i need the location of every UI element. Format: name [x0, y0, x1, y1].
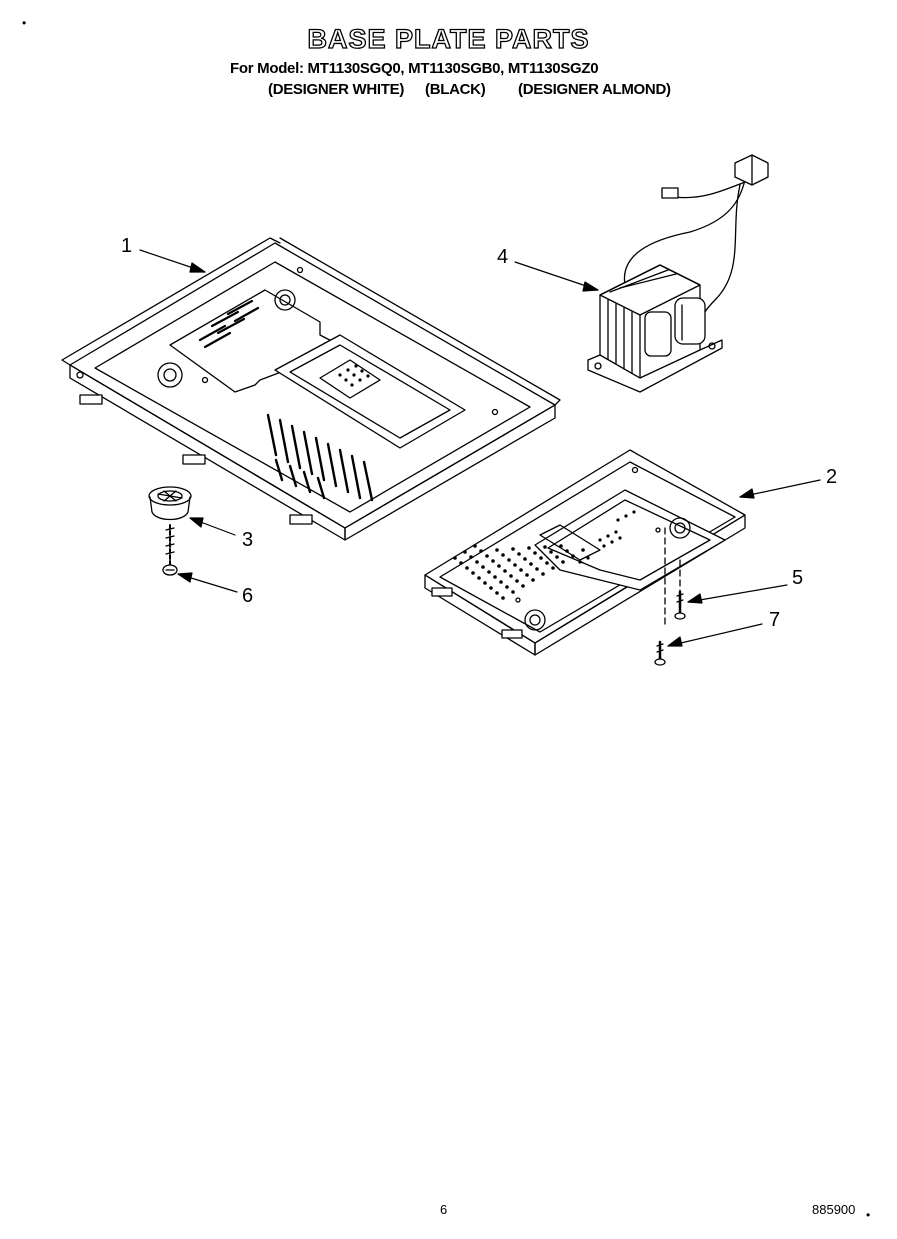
perforation-hole: [487, 570, 491, 574]
callout-1: 1: [121, 235, 133, 257]
perforation-hole: [483, 581, 487, 585]
vent-hole: [586, 556, 590, 560]
perforation-hole: [511, 547, 515, 551]
perforation-hole: [535, 567, 539, 571]
perforation-hole: [561, 560, 565, 564]
perforation-hole: [463, 550, 467, 554]
perforation-hole: [489, 586, 493, 590]
perforation-hole: [479, 549, 483, 553]
perforation-hole: [471, 571, 475, 575]
perforation-hole: [495, 591, 499, 595]
perforation-hole: [459, 561, 463, 565]
variant-black: (BLACK): [425, 81, 486, 98]
perforation-hole: [491, 559, 495, 563]
perforation-hole: [521, 584, 525, 588]
perforation-hole: [519, 568, 523, 572]
callout-5: 5: [792, 567, 804, 589]
vent-hole: [616, 518, 620, 522]
perforation-hole: [465, 566, 469, 570]
perforation-hole: [541, 572, 545, 576]
laminations: [607, 269, 677, 375]
screw-6: [162, 524, 178, 576]
perforation-hole: [545, 561, 549, 565]
vent-holes-center: [578, 510, 636, 564]
callout-3: 3: [242, 529, 254, 551]
callout-4: 4: [497, 246, 509, 268]
leader-arrows: [139, 249, 821, 647]
perforation-hole: [499, 580, 503, 584]
footer-mark: •: [866, 1208, 871, 1222]
vent-hole: [602, 544, 606, 548]
perforation-hole: [507, 558, 511, 562]
corner-mark: •: [22, 16, 27, 30]
perforation-hole: [543, 545, 547, 549]
perforation-hole: [485, 554, 489, 558]
perforation-hole: [517, 552, 521, 556]
perforation-hole: [515, 579, 519, 583]
transformer: [587, 154, 769, 393]
perforation-hole: [503, 569, 507, 573]
vent-hole: [624, 514, 628, 518]
perforation-hole: [529, 562, 533, 566]
callout-7: 7: [769, 609, 781, 631]
perforation-hole: [527, 546, 531, 550]
perforation-hole: [523, 557, 527, 561]
screw-5: [674, 590, 686, 620]
base-plate-small: [424, 449, 746, 656]
perforation-hole: [493, 575, 497, 579]
perforation-hole: [509, 574, 513, 578]
perforation-hole: [513, 563, 517, 567]
callout-6: 6: [242, 585, 254, 607]
perforation-hole: [539, 556, 543, 560]
page-number: 6: [440, 1202, 448, 1217]
document-code: 885900: [812, 1202, 856, 1217]
perforation-hole: [533, 551, 537, 555]
perforation-hole: [501, 553, 505, 557]
perforation-hole: [501, 596, 505, 600]
mesh-pad-holes: [338, 364, 370, 387]
vent-hole: [598, 538, 602, 542]
perforation-hole: [551, 566, 555, 570]
variant-almond: (DESIGNER ALMOND): [518, 81, 671, 98]
perforation-hole: [549, 550, 553, 554]
page-title: BASE PLATE PARTS: [307, 23, 590, 54]
base-plate-large: [61, 237, 561, 541]
perforation-hole: [453, 556, 457, 560]
model-list: For Model: MT1130SGQ0, MT1130SGB0, MT113…: [230, 60, 599, 77]
callout-2: 2: [826, 466, 838, 488]
perforation-hole: [505, 585, 509, 589]
perforation-field: [453, 544, 585, 600]
perforation-hole: [565, 549, 569, 553]
perforation-hole: [495, 548, 499, 552]
vent-hole: [618, 536, 622, 540]
perforation-hole: [531, 578, 535, 582]
vent-slots-upper: [198, 299, 260, 349]
perforation-hole: [555, 555, 559, 559]
perforation-hole: [571, 554, 575, 558]
perforation-hole: [475, 560, 479, 564]
perforation-hole: [477, 576, 481, 580]
perforation-hole: [469, 555, 473, 559]
variant-white: (DESIGNER WHITE): [268, 81, 405, 98]
vent-hole: [632, 510, 636, 514]
vent-hole: [606, 534, 610, 538]
perforation-hole: [559, 544, 563, 548]
perforation-hole: [497, 564, 501, 568]
rubber-foot: [148, 486, 192, 521]
screw-7: [654, 640, 666, 666]
vent-hole: [614, 530, 618, 534]
vent-hole: [578, 560, 582, 564]
louvers-lower: [266, 413, 374, 502]
perforation-hole: [525, 573, 529, 577]
perforation-hole: [511, 590, 515, 594]
perforation-hole: [581, 548, 585, 552]
perforation-hole: [473, 544, 477, 548]
vent-hole: [610, 540, 614, 544]
perforation-hole: [481, 565, 485, 569]
